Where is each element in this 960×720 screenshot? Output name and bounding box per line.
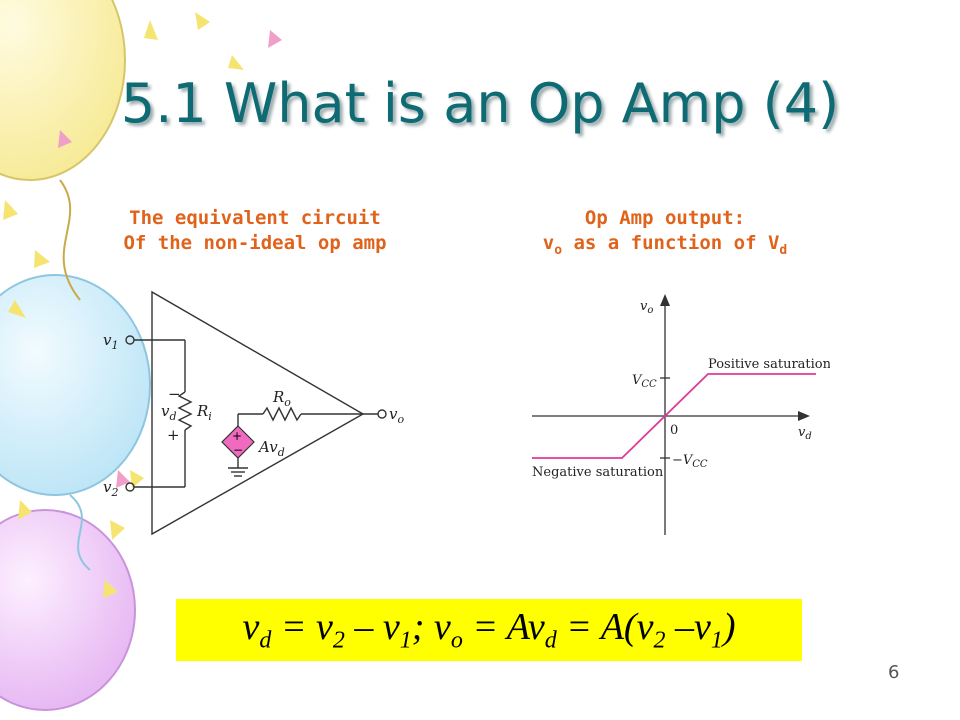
confetti: [3, 12, 244, 598]
balloon-string: [59, 179, 81, 301]
equation-box: vd = v2 – v1; vo = Avd = A(v2 –v1): [176, 599, 802, 661]
ro-label: Ro: [272, 388, 291, 409]
vcc-label: VCC: [632, 373, 657, 390]
v2-label: v2: [103, 478, 118, 499]
negative-saturation-label: Negative saturation: [532, 465, 664, 480]
v2-terminal: [125, 482, 135, 492]
yellow-balloon: [0, 0, 126, 181]
output-caption-line1: Op Amp output:: [584, 207, 746, 229]
equivalent-circuit-diagram: + − v1 v2 vd Ri Ro Avd vo − +: [103, 290, 404, 536]
purple-balloon: [0, 509, 136, 711]
circuit-caption-line1: The equivalent circuit: [129, 207, 381, 229]
avd-label: Avd: [257, 438, 285, 459]
neg-vcc-label: −VCC: [672, 453, 708, 470]
output-caption: Op Amp output: vo as a function of Vd: [480, 206, 850, 263]
transfer-curve: [532, 373, 816, 459]
confetti: [58, 30, 282, 488]
blue-balloon: [0, 274, 151, 496]
ro-resistor: [262, 406, 302, 422]
vd-axis-label: vd: [798, 425, 812, 442]
equation-text: vd = v2 – v1; vo = Avd = A(v2 –v1): [242, 606, 736, 654]
balloon-string: [69, 494, 91, 571]
source-plus-sign: +: [232, 429, 242, 443]
dependent-voltage-source: [221, 425, 255, 459]
origin-label: 0: [670, 423, 678, 438]
vo-terminal: [377, 409, 387, 419]
source-minus-sign: −: [233, 443, 243, 457]
ri-resistor: [177, 391, 193, 431]
vo-label: vo: [389, 405, 404, 426]
vd-label: vd: [161, 402, 177, 423]
opamp-triangle: [151, 290, 365, 536]
transfer-characteristic-graph: vo vd VCC −VCC 0 Positive saturation Neg…: [532, 294, 830, 535]
positive-saturation-label: Positive saturation: [708, 357, 830, 372]
slide-title: 5.1 What is an Op Amp (4): [120, 72, 840, 135]
ri-label: Ri: [196, 402, 212, 423]
vd-plus-sign: +: [167, 426, 180, 444]
circuit-caption: The equivalent circuit Of the non-ideal …: [70, 206, 440, 256]
v1-label: v1: [103, 331, 118, 352]
vd-axis-arrow: [798, 411, 810, 421]
vo-axis-arrow: [660, 294, 670, 306]
v1-terminal: [125, 335, 135, 345]
vo-axis-label: vo: [640, 299, 653, 316]
vd-minus-sign: −: [168, 385, 181, 403]
circuit-caption-line2: Of the non-ideal op amp: [123, 232, 387, 254]
page-number: 6: [888, 662, 900, 683]
output-caption-line2: vo as a function of Vd: [542, 232, 788, 258]
